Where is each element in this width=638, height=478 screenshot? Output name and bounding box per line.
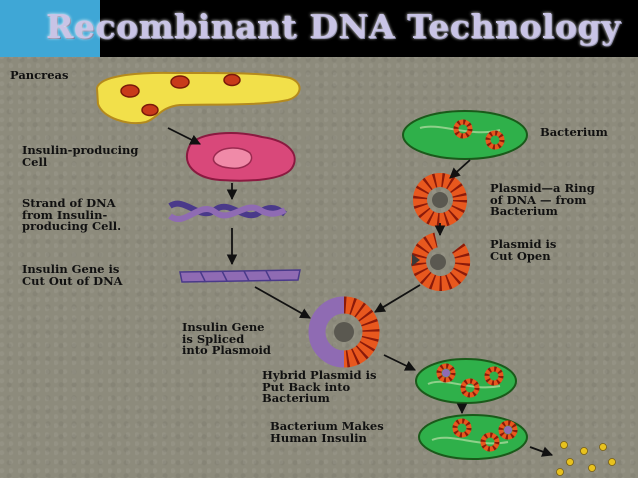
arrow-pancreas-to-cell [167,127,201,145]
plasmid-ring [413,173,467,227]
insulin-gene-fragment [179,269,301,283]
label-insulin-cell: Insulin-producing Cell [22,143,139,169]
plasmid-cut-open [411,232,471,291]
label-plasmid-ring: Plasmid—a Ring of DNA — from Bacterium [490,181,595,218]
dna-strand [168,200,287,222]
arrow-splice-to-hybrid [383,354,416,371]
insulin-producing-cell [185,132,296,182]
label-pancreas: Pancreas [10,68,69,82]
insulin-molecules [556,441,616,476]
label-plasmid-cut: Plasmid is Cut Open [490,237,557,263]
bacterium-original [402,110,528,160]
bacterium-hybrid [415,358,517,404]
label-bacterium: Bacterium [540,125,608,139]
bacterium-making-insulin [418,414,528,460]
arrow-to-insulin-molecules [529,446,554,457]
label-gene-cut: Insulin Gene is Cut Out of DNA [22,262,123,288]
hybrid-plasmid [308,296,380,368]
arrow-bacterium-to-plasmid [449,159,471,179]
label-hybrid: Hybrid Plasmid is Put Back into Bacteriu… [262,368,377,405]
label-spliced: Insulin Gene is Spliced into Plasmoid [182,320,271,357]
arrow-gene-to-splice [254,286,311,319]
label-dna-strand: Strand of DNA from Insulin- producing Ce… [22,196,122,233]
process-arrows [167,127,554,457]
slide-title: Recombinant DNA Technology [46,7,621,46]
label-makes-insulin: Bacterium Makes Human Insulin [270,419,384,445]
pancreas [95,71,301,124]
arrow-cut-to-splice [374,284,421,313]
title-accent [0,0,100,57]
title-bar [0,0,638,57]
